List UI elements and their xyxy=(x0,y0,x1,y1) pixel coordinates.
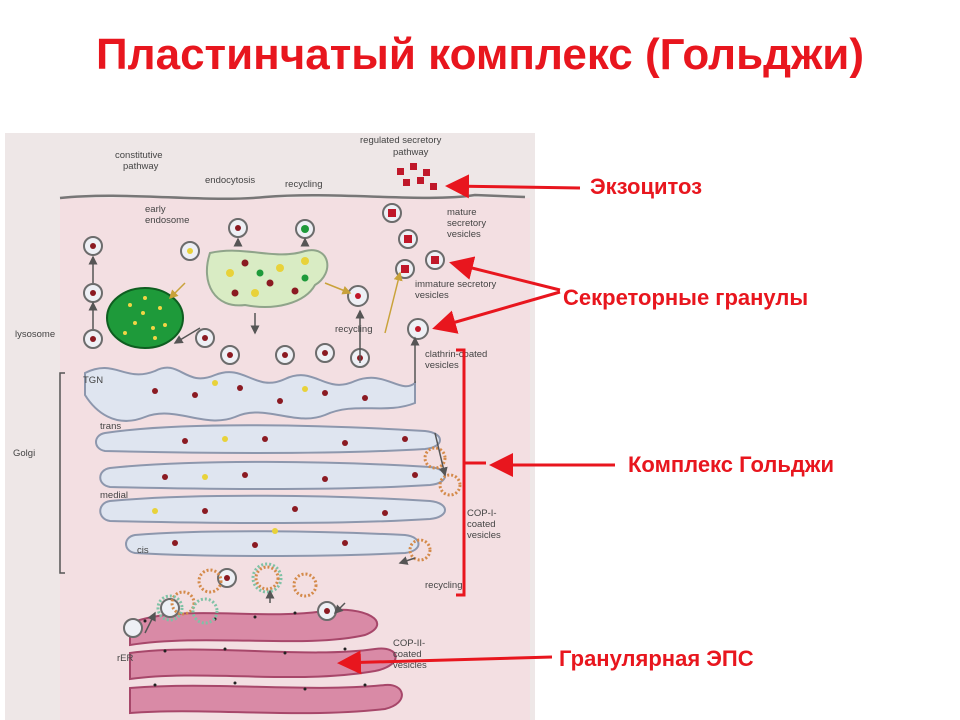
label-cis: cis xyxy=(137,545,149,556)
label-constitutive-pathway-2: pathway xyxy=(123,161,159,172)
label-trans: trans xyxy=(100,421,121,432)
label-golgi: Golgi xyxy=(13,448,35,459)
label-recycling-low: recycling xyxy=(425,580,463,591)
slide-title: Пластинчатый комплекс (Гольджи) xyxy=(96,30,864,79)
cis-cisterna xyxy=(125,530,420,557)
label-regulated-secretory-1: regulated secretory xyxy=(360,135,442,146)
label-lysosome: lysosome xyxy=(15,329,55,340)
exocytosis-arrow xyxy=(445,174,581,199)
label-recycling-mid: recycling xyxy=(335,324,373,335)
label-recycling-top: recycling xyxy=(285,179,323,190)
callout-secretory-granules: Секреторные гранулы xyxy=(563,285,809,310)
label-clathrin-coated-2: vesicles xyxy=(425,360,459,371)
label-tgn: TGN xyxy=(83,375,103,386)
label-early-endosome-2: endosome xyxy=(145,215,189,226)
label-early-endosome-1: early xyxy=(145,204,166,215)
label-cop1-3: vesicles xyxy=(467,530,501,541)
label-cop1-1: COP-I- xyxy=(467,508,497,519)
cop-coated-vesicles xyxy=(170,446,462,616)
secretory-arrow-lower xyxy=(432,290,561,334)
callout-rough-er: Гранулярная ЭПС xyxy=(559,646,754,671)
medial-cisterna-1 xyxy=(99,460,446,490)
callout-golgi-complex: Комплекс Гольджи xyxy=(628,452,834,477)
rough-er-arrow xyxy=(337,650,553,675)
label-cop2-1: COP-II- xyxy=(393,638,425,649)
label-mature-secretory-3: vesicles xyxy=(447,229,481,240)
label-immature-secretory-1: immature secretory xyxy=(415,279,497,290)
label-constitutive-pathway-1: constitutive xyxy=(115,150,163,161)
golgi-diagram-figure: constitutive pathway endocytosis recycli… xyxy=(5,133,535,720)
secretory-arrow-upper xyxy=(449,256,561,292)
golgi-bracket xyxy=(59,372,65,574)
label-cop2-2: coated xyxy=(393,649,422,660)
early-endosome xyxy=(205,249,329,308)
golgi-diagram: constitutive pathway endocytosis recycli… xyxy=(13,135,530,720)
exocytosis-granules xyxy=(397,163,437,190)
lysosome xyxy=(106,287,184,349)
trans-golgi-network xyxy=(84,366,416,422)
rough-er xyxy=(129,607,403,715)
secretory-granules xyxy=(347,163,445,340)
label-cop1-2: coated xyxy=(467,519,496,530)
trans-cisterna xyxy=(95,424,441,454)
label-endocytosis: endocytosis xyxy=(205,175,255,186)
label-cop2-3: vesicles xyxy=(393,660,427,671)
medial-cisterna-2 xyxy=(99,494,446,524)
label-clathrin-coated-1: clathrin-coated xyxy=(425,349,487,360)
label-rer: rER xyxy=(117,653,134,664)
golgi-cargo xyxy=(152,385,418,548)
callout-exocytosis: Экзоцитоз xyxy=(590,174,703,199)
golgi-bracket-red xyxy=(456,348,466,597)
label-mature-secretory-2: secretory xyxy=(447,218,486,229)
label-medial: medial xyxy=(100,490,128,501)
label-mature-secretory-1: mature xyxy=(447,207,477,218)
plasma-membrane xyxy=(59,193,526,200)
label-immature-secretory-2: vesicles xyxy=(415,290,449,301)
pathway-arrows xyxy=(88,237,448,634)
label-regulated-secretory-2: pathway xyxy=(393,147,429,158)
